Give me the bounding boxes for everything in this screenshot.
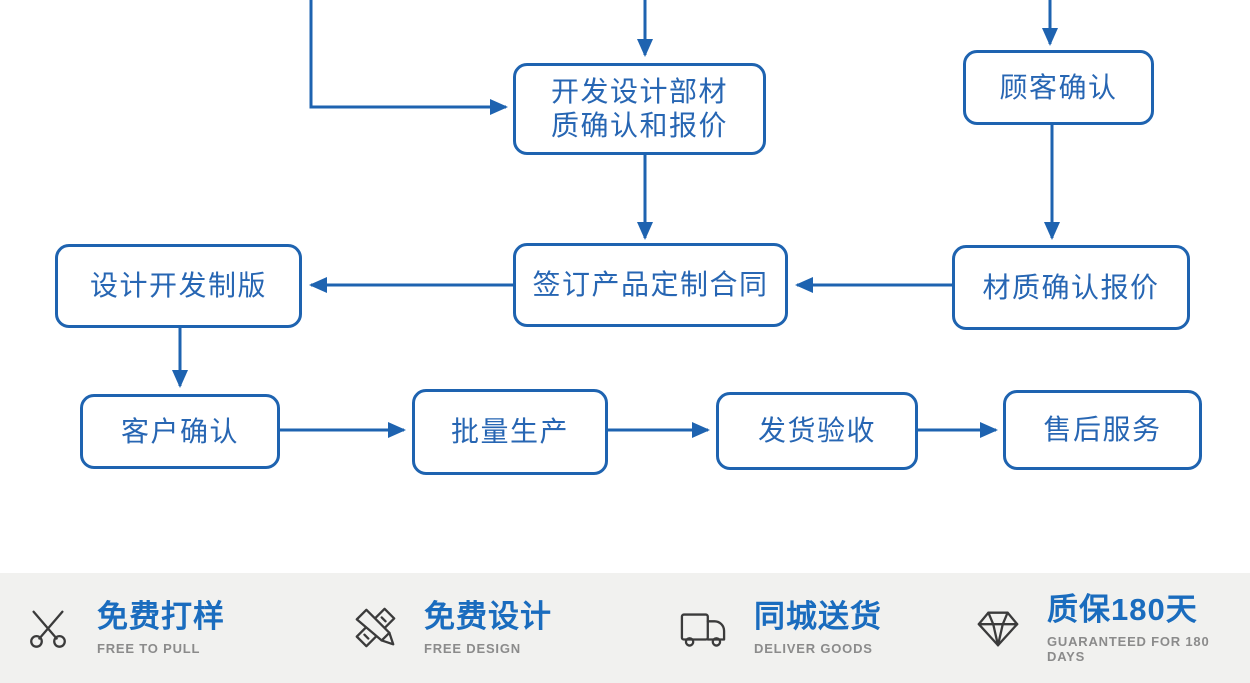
truck-icon bbox=[680, 613, 726, 647]
feature-title: 免费设计 bbox=[424, 599, 552, 634]
feature-subtitle: GUARANTEED FOR 180 DAYS bbox=[1047, 633, 1210, 664]
feature-title: 免费打样 bbox=[97, 599, 225, 634]
feature-subtitle: FREE TO PULL bbox=[97, 641, 201, 656]
flow-box-customer-confirm: 顾客确认 bbox=[963, 50, 1154, 125]
flow-box-client-confirm: 客户确认 bbox=[80, 394, 280, 469]
service-feature-bar: 免费打样 FREE TO PULL 免费设计 FREE DESIGN bbox=[0, 573, 1250, 683]
feature-warranty: 质保180天 GUARANTEED FOR 180 DAYS bbox=[975, 573, 1250, 683]
flow-box-mass-production: 批量生产 bbox=[412, 389, 608, 475]
pencil-ruler-icon bbox=[355, 607, 396, 648]
flow-box-design-dev-platemaking: 设计开发制版 bbox=[55, 244, 302, 328]
feature-title: 质保180天 bbox=[1047, 591, 1198, 627]
flow-box-dev-design-material-quote: 开发设计部材 质确认和报价 bbox=[513, 63, 766, 155]
feature-free-sample: 免费打样 FREE TO PULL bbox=[25, 573, 225, 683]
flow-connectors bbox=[172, 0, 1060, 438]
feature-free-design: 免费设计 FREE DESIGN bbox=[352, 573, 552, 683]
flow-box-after-sales-service: 售后服务 bbox=[1003, 390, 1202, 470]
scissors-icon bbox=[30, 610, 66, 648]
feature-subtitle: DELIVER GOODS bbox=[754, 641, 873, 656]
flow-box-ship-and-inspect: 发货验收 bbox=[716, 392, 918, 470]
diamond-icon bbox=[977, 611, 1019, 647]
feature-subtitle: FREE DESIGN bbox=[424, 641, 521, 656]
connector-elbow-into-dev-design bbox=[309, 0, 508, 115]
feature-city-delivery: 同城送货 DELIVER GOODS bbox=[678, 573, 882, 683]
flow-box-sign-custom-contract: 签订产品定制合同 bbox=[513, 243, 788, 327]
flow-box-material-confirm-quote: 材质确认报价 bbox=[952, 245, 1190, 330]
feature-title: 同城送货 bbox=[754, 599, 882, 634]
